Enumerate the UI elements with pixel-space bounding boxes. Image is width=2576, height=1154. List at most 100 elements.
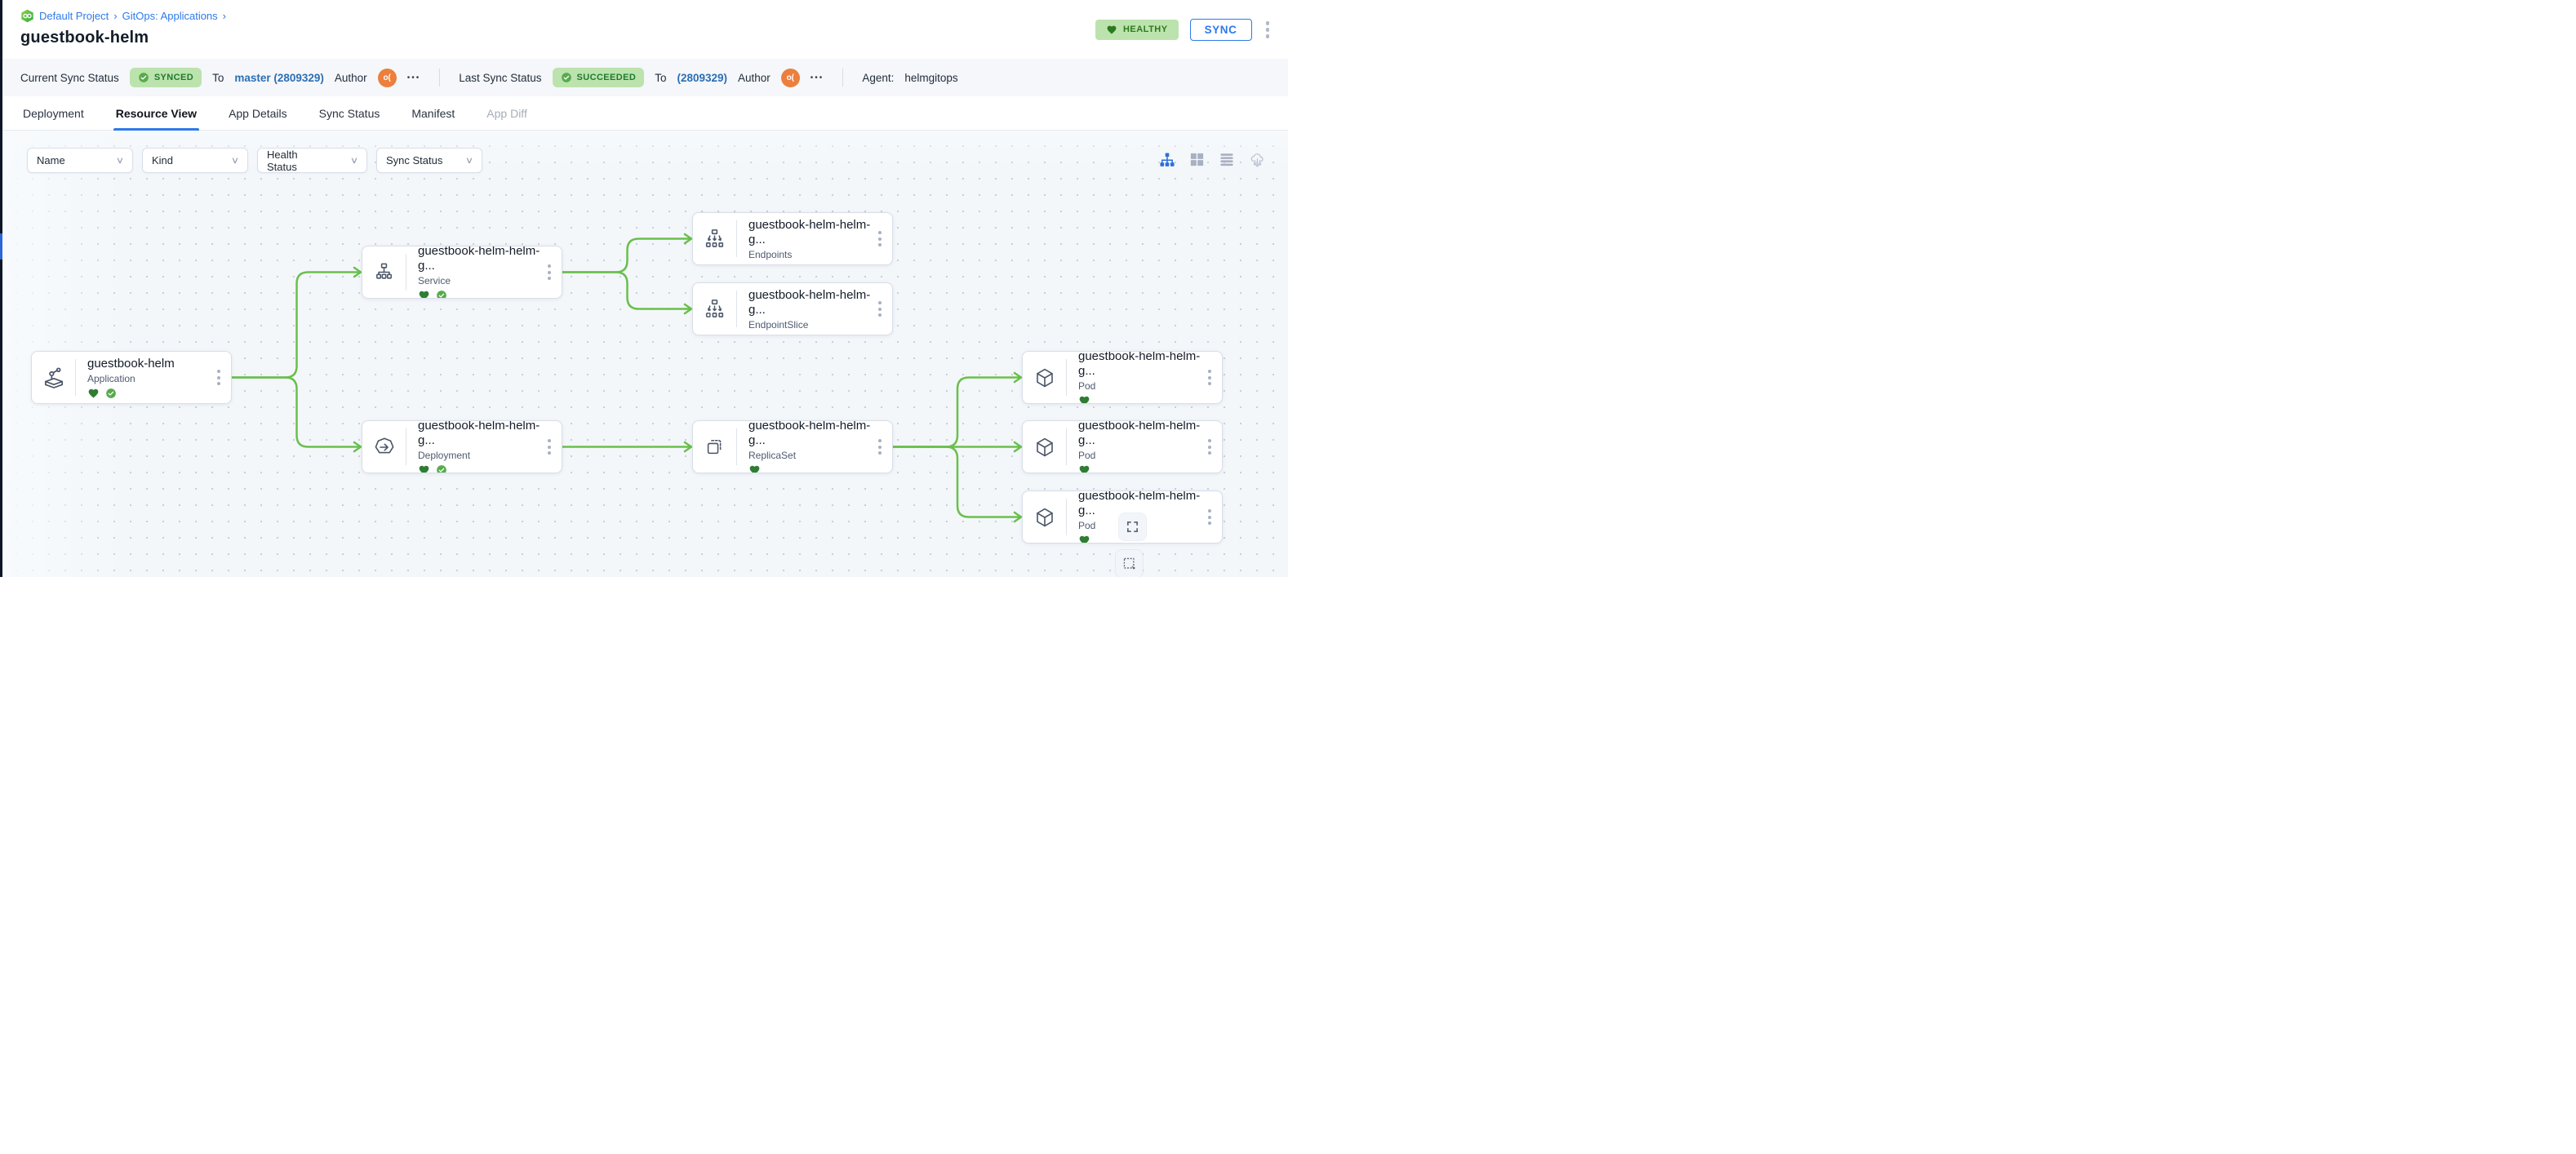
healthy-heart-icon [749,465,760,473]
resource-graph-canvas[interactable]: Name∨ Kind∨ Health Status∨ Sync Status∨ [2,131,1288,577]
fit-view-button[interactable] [1116,550,1143,577]
tab-bar: Deployment Resource View App Details Syn… [2,96,1288,131]
service-icon [362,254,406,291]
to-label: To [212,71,224,84]
name-filter-dropdown[interactable]: Name∨ [27,148,133,173]
resource-kind: EndpointSlice [748,318,809,331]
breadcrumb-link-project[interactable]: Default Project [39,10,109,22]
kebab-menu-icon[interactable] [872,213,888,264]
tree-view-icon[interactable] [1160,152,1175,167]
codefresh-logo-icon [20,9,34,23]
resource-status-icons [748,464,872,473]
health-status-filter-dropdown[interactable]: Health Status∨ [257,148,367,173]
resource-status-icons [1078,464,1201,473]
breadcrumb-link-applications[interactable]: GitOps: Applications [122,10,218,22]
healthy-heart-icon [1079,396,1090,403]
pod-icon [1023,359,1067,396]
kebab-menu-icon[interactable] [541,421,557,473]
resource-kind: Endpoints [748,248,793,260]
tab-deployment[interactable]: Deployment [23,106,84,120]
healthy-heart-icon [88,388,99,397]
header-kebab-menu-icon[interactable] [1264,18,1272,42]
kebab-menu-icon[interactable] [1201,352,1218,403]
chevron-down-icon: ∨ [464,156,474,166]
succeeded-badge: SUCCEEDED [552,68,645,87]
resource-node-pod[interactable]: guestbook-helm-helm-g...Pod [1022,420,1223,473]
synced-check-icon [437,290,446,298]
view-toggle-group [1160,152,1265,167]
kebab-menu-icon[interactable] [541,246,557,298]
current-sync-group: Current Sync Status SYNCED To master (28… [20,68,420,87]
chevron-down-icon: ∨ [349,156,359,166]
breadcrumb-separator: › [222,10,227,22]
resource-kind: Application [87,372,135,384]
kebab-menu-icon[interactable] [211,352,227,403]
resource-kind: Pod [1078,519,1096,531]
resource-node-endpoints[interactable]: guestbook-helm-helm-g...Endpoints [692,212,893,265]
pod-icon [1023,428,1067,465]
application-icon [32,359,76,396]
resource-name: guestbook-helm-helm-g... [748,287,871,317]
kebab-menu-icon[interactable] [1201,421,1218,473]
agent-label: Agent: [862,71,895,84]
tab-resource-view[interactable]: Resource View [113,96,200,131]
resource-status-icons [1078,535,1201,543]
cloud-view-icon[interactable] [1250,152,1265,167]
resource-node-endpointslice[interactable]: guestbook-helm-helm-g...EndpointSlice [692,282,893,335]
kebab-menu-icon[interactable] [872,421,888,473]
grid-view-icon[interactable] [1190,153,1204,166]
author-avatar: o( [780,68,800,87]
resource-name: guestbook-helm-helm-g... [1078,352,1201,378]
author-avatar: o( [377,68,397,87]
kebab-menu-icon[interactable] [872,283,888,335]
to-label: To [655,71,667,84]
last-revision-link[interactable]: (2809329) [677,71,728,84]
resource-name: guestbook-helm-helm-g... [748,421,871,447]
check-circle-icon [561,73,571,82]
kind-filter-dropdown[interactable]: Kind∨ [142,148,248,173]
chevron-down-icon: ∨ [115,156,125,166]
pod-icon [1023,499,1067,535]
current-revision-link[interactable]: master (2809329) [234,71,324,84]
last-sync-label: Last Sync Status [459,71,542,84]
divider [842,69,844,87]
tab-app-details[interactable]: App Details [229,106,287,120]
health-status-badge: HEALTHY [1095,19,1179,40]
sync-button[interactable]: SYNC [1189,18,1252,41]
list-view-icon[interactable] [1219,153,1234,166]
resource-node-replicaset[interactable]: guestbook-helm-helm-g...ReplicaSet [692,420,893,473]
author-label: Author [738,71,771,84]
kebab-menu-icon[interactable] [1201,491,1218,543]
graph-edges [230,233,1023,523]
resource-name: guestbook-helm-helm-g... [1078,491,1201,517]
resource-kind: Pod [1078,449,1096,461]
more-commits-icon[interactable]: ••• [810,73,824,82]
sync-status-filter-dropdown[interactable]: Sync Status∨ [376,148,482,173]
page-header: Default Project › GitOps: Applications ›… [2,0,1288,59]
synced-check-icon [106,388,116,398]
resource-status-icons [418,464,541,473]
chevron-down-icon: ∨ [230,156,240,166]
replicaset-icon [693,428,737,465]
more-commits-icon[interactable]: ••• [406,73,421,82]
divider [439,69,441,87]
agent-value: helmgitops [904,71,958,84]
resource-node-pod[interactable]: guestbook-helm-helm-g...Pod [1022,351,1223,404]
endpointslice-icon [693,291,737,327]
app-window: Default Project › GitOps: Applications ›… [0,0,1288,577]
resource-node-deployment[interactable]: guestbook-helm-helm-g...Deployment [362,420,562,473]
resource-node-service[interactable]: guestbook-helm-helm-g...Service [362,246,562,299]
breadcrumb: Default Project › GitOps: Applications › [20,9,1270,23]
healthy-heart-icon [419,291,429,298]
expand-graph-button[interactable] [1119,513,1146,540]
tab-sync-status[interactable]: Sync Status [318,106,380,120]
tab-manifest[interactable]: Manifest [411,106,455,120]
resource-kind: Service [418,274,451,286]
current-sync-label: Current Sync Status [20,71,119,84]
collapsed-sidebar[interactable] [0,0,2,577]
synced-check-icon [437,464,446,473]
sync-status-bar: Current Sync Status SYNCED To master (28… [2,59,1288,96]
resource-status-icons [418,290,541,298]
